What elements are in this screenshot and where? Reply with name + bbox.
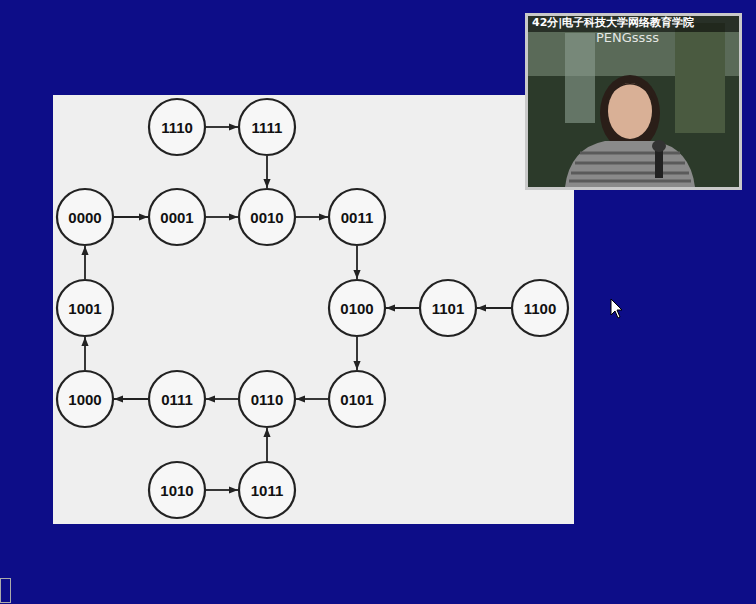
- state-circle: 1011: [237, 460, 297, 520]
- state-circle: 0100: [327, 278, 387, 338]
- state-code: 1101: [432, 300, 465, 317]
- transition-arrow: [356, 337, 358, 370]
- transition-arrow: [206, 216, 238, 218]
- state-circle: 1111: [237, 97, 297, 157]
- state-code: 0100: [340, 300, 373, 317]
- transition-arrow: [206, 489, 238, 491]
- transition-arrow: [206, 398, 238, 400]
- mouse-cursor: [610, 298, 624, 320]
- watermark: PENGssss: [596, 30, 659, 45]
- state-code: 1111: [252, 119, 283, 136]
- transition-arrow: [296, 216, 328, 218]
- state-code: 0110: [251, 391, 284, 408]
- state-code: 1110: [161, 119, 193, 136]
- transition-arrow: [356, 246, 358, 279]
- state-code: 1011: [251, 482, 284, 499]
- state-code: 1010: [160, 482, 193, 499]
- video-caption: 42分|电子科技大学网络教育学院: [532, 15, 694, 30]
- state-circle: 0111: [147, 369, 207, 429]
- state-circle: 1110: [147, 97, 207, 157]
- transition-arrow: [114, 398, 148, 400]
- transition-arrow: [266, 428, 268, 461]
- transition-arrow: [84, 246, 86, 279]
- state-circle: 1100: [510, 278, 570, 338]
- corner-icon: [0, 578, 12, 604]
- state-circle: 1010: [147, 460, 207, 520]
- state-code: 1000: [68, 391, 101, 408]
- state-circle: 0110: [237, 369, 297, 429]
- transition-arrow: [386, 307, 419, 309]
- state-code: 1100: [524, 300, 557, 317]
- state-circle: 1101: [418, 278, 478, 338]
- transition-arrow: [206, 126, 238, 128]
- state-code: 0011: [341, 209, 374, 226]
- state-circle: 1000: [55, 369, 115, 429]
- state-circle: 1001: [55, 278, 115, 338]
- state-circle: 0001: [147, 187, 207, 247]
- transition-arrow: [296, 398, 328, 400]
- state-code: 0001: [160, 209, 193, 226]
- state-code: 0010: [250, 209, 283, 226]
- transition-arrow: [266, 156, 268, 188]
- state-circle: 0010: [237, 187, 297, 247]
- diagram-panel: [53, 95, 574, 524]
- transition-arrow: [477, 307, 511, 309]
- state-code: 0101: [340, 391, 373, 408]
- state-circle: 0101: [327, 369, 387, 429]
- state-circle: 0000: [55, 187, 115, 247]
- transition-arrow: [84, 337, 86, 370]
- state-code: 0111: [161, 391, 193, 408]
- transition-arrow: [114, 216, 148, 218]
- state-code: 0000: [68, 209, 101, 226]
- state-code: 1001: [68, 300, 101, 317]
- state-circle: 0011: [327, 187, 387, 247]
